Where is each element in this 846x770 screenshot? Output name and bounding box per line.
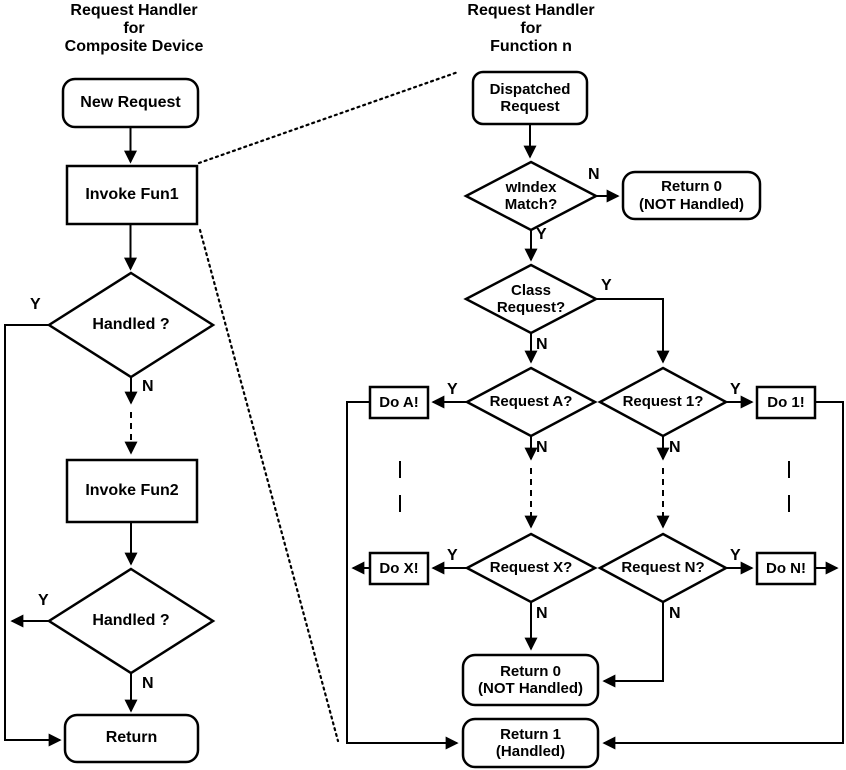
node-request-n: Request N? [621,559,705,577]
node-request-1: Request 1? [622,393,704,411]
branch-label-no: N [588,166,600,183]
node-windex-match: wIndex Match? [504,178,558,213]
handled1-diamond-shape [46,271,216,379]
zoom-connectors [197,70,460,743]
node-return1: Return 1 (Handled) [495,725,566,760]
return1-shape [461,717,600,769]
zoom-dotted-line-top [197,70,460,165]
node-do-1: Do 1! [767,393,805,411]
branch-label-no: N [669,605,681,622]
right-connectors [346,124,844,750]
branch-label-yes: Y [38,592,49,609]
do-1-shape [755,385,817,420]
node-handled-2: Handled ? [92,611,170,629]
branch-label-yes: Y [447,381,458,398]
branch-label-yes: Y [601,277,612,294]
node-return: Return [105,729,158,747]
edge-doa-to-return1 [346,401,459,750]
edge-do1-to-return1 [602,401,844,750]
invoke-fun1-shape [65,164,199,226]
node-return0-top: Return 0 (NOT Handled) [639,178,744,213]
left-connectors [4,127,138,747]
node-request-a: Request A? [489,393,573,411]
left-node-shapes [46,77,216,764]
do-n-shape [755,551,817,586]
branch-label-no: N [536,439,548,456]
windex-match-diamond-shape [463,160,599,232]
return0-top-shape [621,170,762,221]
request-n-diamond-shape [597,532,729,604]
branch-label-yes: Y [30,296,41,313]
branch-label-no: N [536,336,548,353]
node-do-n: Do N! [766,559,806,577]
handled2-diamond-shape [46,567,216,675]
node-class-request: Class Request? [496,281,566,316]
node-new-request: New Request [80,93,181,111]
branch-label-no: N [669,439,681,456]
branch-label-no: N [142,675,154,692]
branch-label-yes: Y [447,547,458,564]
return0-bottom-shape [461,653,600,707]
branch-label-no: N [142,378,154,395]
branch-label-no: N [536,605,548,622]
branch-label-yes: Y [730,381,741,398]
request-a-diamond-shape [464,366,598,438]
do-x-shape [368,551,430,586]
dispatched-request-shape [471,70,589,126]
node-do-a: Do A! [379,393,419,411]
right-node-shapes [368,70,817,769]
node-return0-bottom: Return 0 (NOT Handled) [478,662,583,697]
return-shape [63,713,200,764]
node-dispatched-request: Dispatched Request [489,80,571,115]
invoke-fun2-shape [65,458,199,524]
edge-handled1-yes-to-return [4,324,62,747]
do-a-shape [368,385,430,420]
new-request-shape [61,77,200,129]
request-x-diamond-shape [464,532,598,604]
node-request-x: Request X? [489,559,573,577]
node-invoke-fun2: Invoke Fun2 [85,481,179,499]
request-1-diamond-shape [597,366,729,438]
node-invoke-fun1: Invoke Fun1 [85,185,179,203]
branch-label-yes: Y [536,226,547,243]
left-chart-title: Request Handler for Composite Device [64,2,204,56]
node-do-x: Do X! [379,559,419,577]
continuation-marks [399,461,790,512]
zoom-dotted-line-bottom [198,228,340,743]
right-chart-title: Request Handler for Function n [467,2,595,56]
edge-class-yes-to-request1 [596,298,670,364]
branch-label-yes: Y [730,547,741,564]
class-request-diamond-shape [463,263,599,335]
edge-requestn-no-to-return0 [602,602,664,688]
node-handled-1: Handled ? [92,315,170,333]
